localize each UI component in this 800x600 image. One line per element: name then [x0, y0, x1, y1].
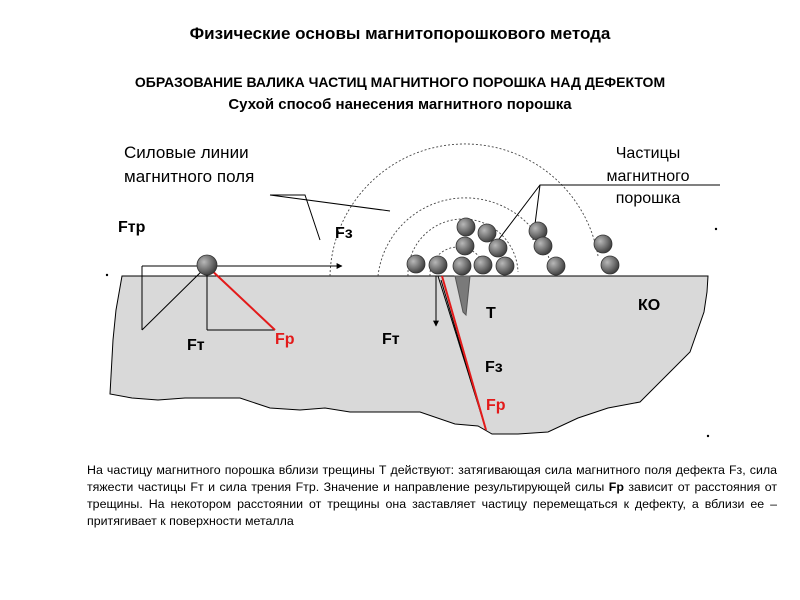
crack-defect	[454, 275, 471, 317]
subtitle-dry-method: Сухой способ нанесения магнитного порошк…	[228, 96, 572, 113]
stray-dots	[105, 227, 718, 438]
main-title: Физические основы магнитопорошкового мет…	[189, 24, 611, 43]
fp-right-vector	[441, 275, 487, 431]
label-fp-left: Fр	[275, 331, 295, 348]
paragraph-bold-fp: Fр	[608, 480, 624, 494]
label-particles-3: порошка	[616, 190, 681, 207]
particle-left	[196, 254, 218, 276]
label-particles-1: Частицы	[616, 145, 681, 162]
paragraph-part-1: На частицу магнитного порошка вблизи тре…	[87, 463, 777, 494]
powder-particles	[406, 217, 620, 276]
magnetic-field-lines	[329, 143, 599, 277]
paragraph-part-2: зависит от расстояния от трещины. На нек…	[87, 480, 777, 528]
explanation-paragraph: На частицу магнитного порошка вблизи тре…	[87, 462, 777, 530]
label-fz-top: Fз	[335, 225, 353, 242]
label-ftr: Fтр	[118, 219, 146, 236]
left-force-diagram	[141, 263, 343, 331]
subtitle-formation: ОБРАЗОВАНИЕ ВАЛИКА ЧАСТИЦ МАГНИТНОГО ПОР…	[134, 74, 666, 90]
label-field-lines-1: Силовые линии	[124, 143, 249, 162]
label-fz-right: Fз	[485, 359, 503, 376]
label-field-lines-2: магнитного поля	[124, 167, 254, 186]
label-t: Т	[486, 305, 496, 322]
label-ko: КО	[638, 297, 660, 314]
metal-body	[109, 275, 709, 435]
label-fp-right: Fр	[486, 397, 506, 414]
label-ft-right: Fт	[382, 331, 400, 348]
label-particles-2: магнитного	[607, 168, 690, 185]
fp-left-vector	[206, 265, 276, 331]
label-ft-left: Fт	[187, 337, 205, 354]
